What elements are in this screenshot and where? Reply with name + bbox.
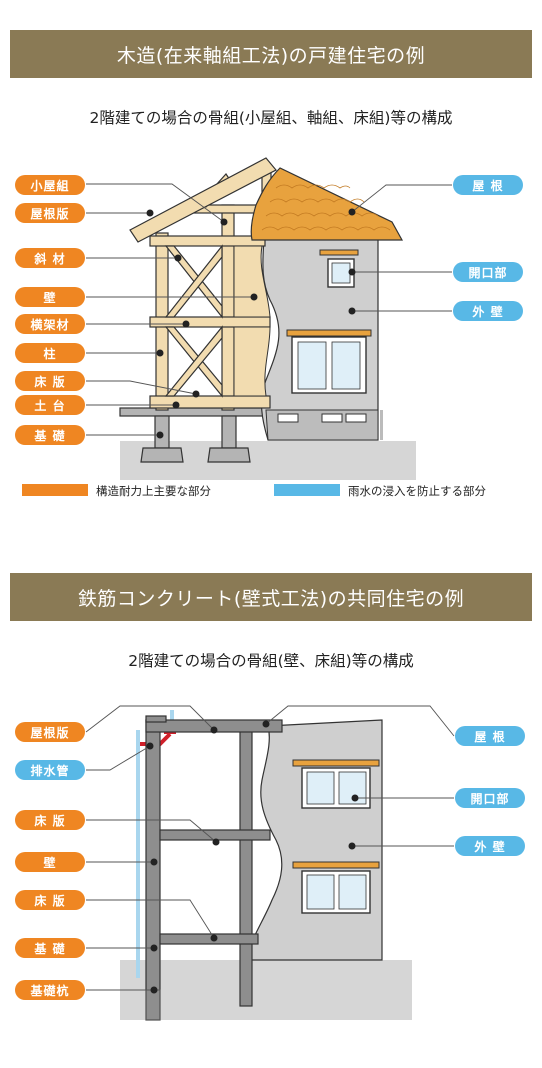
- section1-banner: 木造(在来軸組工法)の戸建住宅の例: [10, 30, 532, 78]
- section1-subtitle: 2階建ての場合の骨組(小屋組、軸組、床組)等の構成: [89, 109, 453, 127]
- label-yane: 屋 根: [453, 175, 523, 195]
- legend-structural: 構造耐力上主要な部分: [96, 484, 211, 498]
- label-shazai: 斜 材: [15, 248, 85, 268]
- label-yuban-2f: 床 版: [15, 810, 85, 830]
- timber-frame: [149, 167, 272, 411]
- label-yane-rc: 屋 根: [455, 726, 525, 746]
- ground: [120, 960, 412, 1020]
- label-gaiheki-rc: 外 壁: [455, 836, 525, 856]
- roof-board: [129, 157, 277, 243]
- label-koyagumi: 小屋組: [15, 175, 85, 195]
- label-hashira: 柱: [15, 343, 85, 363]
- label-yanebang: 屋根版: [15, 203, 85, 223]
- label-kiso-rc: 基 礎: [15, 938, 85, 958]
- label-okazai: 横架材: [15, 314, 85, 334]
- section2-banner: 鉄筋コンクリート(壁式工法)の共同住宅の例: [10, 573, 532, 621]
- section1-title: 木造(在来軸組工法)の戸建住宅の例: [116, 44, 426, 67]
- label-kaikobu-rc: 開口部: [455, 788, 525, 808]
- legend: 構造耐力上主要な部分 雨水の浸入を防止する部分: [0, 484, 542, 500]
- label-yaneban: 屋根版: [15, 722, 85, 742]
- rc-apartment-diagram: [85, 705, 455, 1021]
- label-kabe-rc: 壁: [15, 852, 85, 872]
- label-haisuikan: 排水管: [15, 760, 85, 780]
- label-kaikobu: 開口部: [453, 262, 523, 282]
- interior-wall: [233, 245, 271, 318]
- legend-swatch-waterproof: [274, 484, 340, 496]
- wooden-house-diagram: [86, 157, 452, 480]
- section2-title: 鉄筋コンクリート(壁式工法)の共同住宅の例: [77, 587, 465, 610]
- label-kiso: 基 礎: [15, 425, 85, 445]
- label-dodai: 土 台: [15, 395, 85, 415]
- label-yuban: 床 版: [15, 371, 85, 391]
- drain-pipe: [136, 730, 140, 978]
- label-kabe: 壁: [15, 287, 85, 307]
- legend-waterproof: 雨水の浸入を防止する部分: [348, 484, 486, 498]
- label-gaiheki: 外 壁: [453, 301, 523, 321]
- label-yuban-1f: 床 版: [15, 890, 85, 910]
- section2-subtitle: 2階建ての場合の骨組(壁、床組)等の構成: [128, 652, 414, 670]
- legend-swatch-structural: [22, 484, 88, 496]
- label-kisokui: 基礎杭: [15, 980, 85, 1000]
